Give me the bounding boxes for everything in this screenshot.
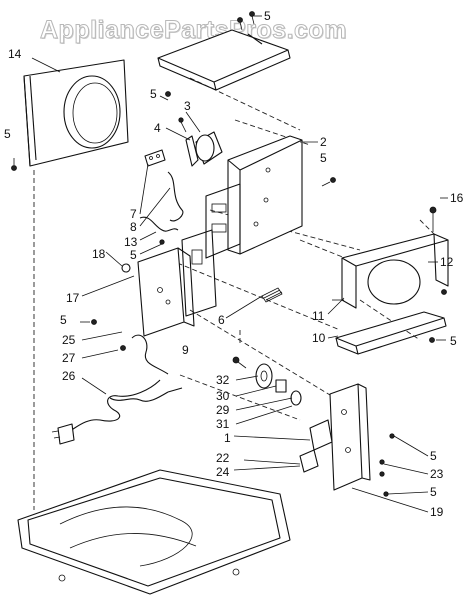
callout-2: 2 xyxy=(320,135,327,149)
callout-leaders xyxy=(31,15,448,513)
top-cover-plate xyxy=(157,11,291,91)
callout-10: 10 xyxy=(312,331,326,345)
callout-5-bracket: 5 xyxy=(150,87,157,101)
callout-7: 7 xyxy=(130,207,137,221)
callout-29: 29 xyxy=(216,403,230,417)
motor-mount-part-10 xyxy=(332,206,449,355)
callout-3: 3 xyxy=(184,99,191,113)
screws xyxy=(11,91,171,325)
selector-switch-part-1 xyxy=(232,356,302,406)
callout-14: 14 xyxy=(8,47,22,61)
callout-16: 16 xyxy=(450,191,464,205)
callout-26: 26 xyxy=(62,369,76,383)
front-panel-part-14 xyxy=(23,59,129,167)
control-box-part-17 xyxy=(121,229,217,337)
callout-8: 8 xyxy=(130,220,137,234)
power-cord-part-26 xyxy=(51,334,183,445)
callout-5-screw-left: 5 xyxy=(4,127,11,141)
callout-5-top: 5 xyxy=(264,9,271,23)
capacitor-part-3 xyxy=(178,117,223,167)
callout-22: 22 xyxy=(216,451,230,465)
callout-6: 6 xyxy=(218,313,225,327)
callout-18: 18 xyxy=(92,247,106,261)
callout-32: 32 xyxy=(216,373,230,387)
callout-25: 25 xyxy=(62,333,76,347)
callout-12: 12 xyxy=(440,255,454,269)
control-panel-part-6 xyxy=(261,287,283,303)
callout-27: 27 xyxy=(62,351,76,365)
callout-31: 31 xyxy=(216,417,230,431)
mounting-panel-part-19 xyxy=(299,383,395,497)
callout-9: 9 xyxy=(182,343,189,357)
callout-5-right: 5 xyxy=(320,151,327,165)
relay-part-7 xyxy=(144,149,184,222)
callout-13: 13 xyxy=(124,235,138,249)
watermark-text: AppliancePartsPros.com xyxy=(40,16,347,45)
callout-5-lowerleft: 5 xyxy=(60,313,67,327)
callout-17: 17 xyxy=(66,291,80,305)
control-bracket-part-2 xyxy=(205,135,336,259)
callout-5-mid: 5 xyxy=(130,248,137,262)
callout-11: 11 xyxy=(312,309,325,323)
callout-4: 4 xyxy=(154,121,161,135)
callout-19: 19 xyxy=(430,505,444,519)
callout-1: 1 xyxy=(224,431,231,445)
base-pan xyxy=(17,469,291,595)
callout-24: 24 xyxy=(216,465,230,479)
callout-5-base: 5 xyxy=(450,334,457,348)
callout-23: 23 xyxy=(430,467,444,481)
callout-5-right-lower: 5 xyxy=(430,449,437,463)
callout-30: 30 xyxy=(216,389,230,403)
callout-5-bottom: 5 xyxy=(430,485,437,499)
